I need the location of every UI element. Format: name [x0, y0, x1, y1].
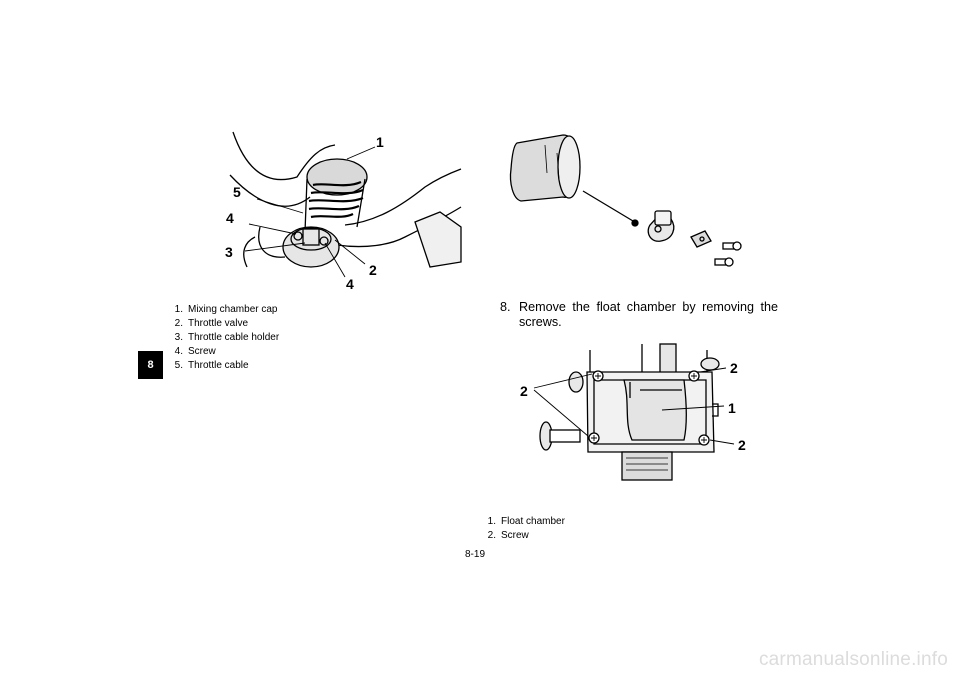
step-text: Remove the float chamber by removing the…: [519, 300, 778, 329]
callout-3: 3: [225, 244, 233, 260]
callout-4: 4: [226, 210, 234, 226]
step-8: 8. Remove the float chamber by removing …: [500, 300, 778, 330]
callout-2-top-right: 2: [730, 360, 738, 376]
watermark: carmanualsonline.info: [758, 649, 948, 670]
mixing-chamber-illustration: 1 5 4 3 2 4: [225, 127, 465, 299]
figure3-legend: 1.Float chamber 2.Screw: [483, 515, 565, 543]
legend-item: 2.Screw: [487, 530, 529, 541]
exploded-parts-illustration: [505, 133, 755, 278]
chapter-tab: 8: [138, 351, 163, 379]
callout-1: 1: [376, 134, 384, 150]
callout-2-left: 2: [520, 383, 528, 399]
legend-item: 5.Throttle cable: [174, 360, 249, 371]
callout-2-bottom-right: 2: [738, 437, 746, 453]
page-number: 8-19: [465, 549, 486, 560]
callout-4-lower: 4: [346, 276, 354, 292]
legend-item: 1.Float chamber: [487, 516, 565, 527]
figure1-legend: 1.Mixing chamber cap 2.Throttle valve 3.…: [170, 303, 280, 373]
callout-5: 5: [233, 184, 241, 200]
legend-item: 4.Screw: [174, 346, 216, 357]
step-number: 8.: [500, 300, 511, 314]
legend-item: 2.Throttle valve: [174, 318, 249, 329]
callout-1: 1: [728, 400, 736, 416]
float-chamber-illustration: 2 2 1 2: [512, 342, 757, 492]
legend-item: 1.Mixing chamber cap: [174, 304, 278, 315]
callout-2: 2: [369, 262, 377, 278]
legend-item: 3.Throttle cable holder: [174, 332, 280, 343]
